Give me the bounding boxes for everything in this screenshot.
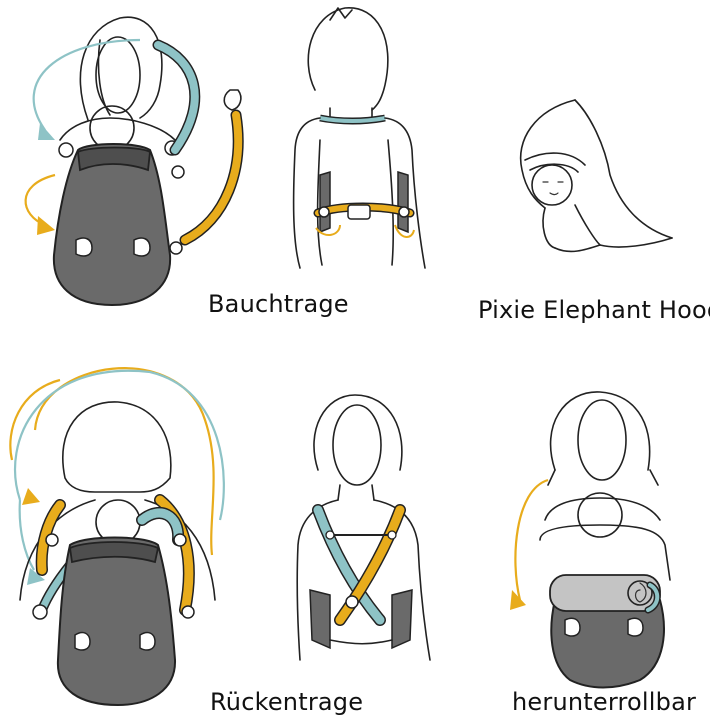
- caption-front-carry: Bauchtrage: [208, 290, 349, 318]
- caption-roll-down: herunterrollbar: [512, 688, 697, 716]
- caption-back-carry: Rückentrage: [210, 688, 364, 716]
- caption-hood: Pixie Elephant Hood: [478, 296, 710, 324]
- front-carry-figure: [24, 16, 244, 307]
- hood-figure: [519, 99, 673, 253]
- back-carrier-panel: [56, 536, 177, 707]
- back-carry-figure: [9, 367, 225, 707]
- back-view-figure: [292, 7, 426, 269]
- crossed-straps-figure: [296, 394, 431, 661]
- front-carrier-panel: [52, 143, 172, 307]
- roll-down-figure: [510, 391, 671, 689]
